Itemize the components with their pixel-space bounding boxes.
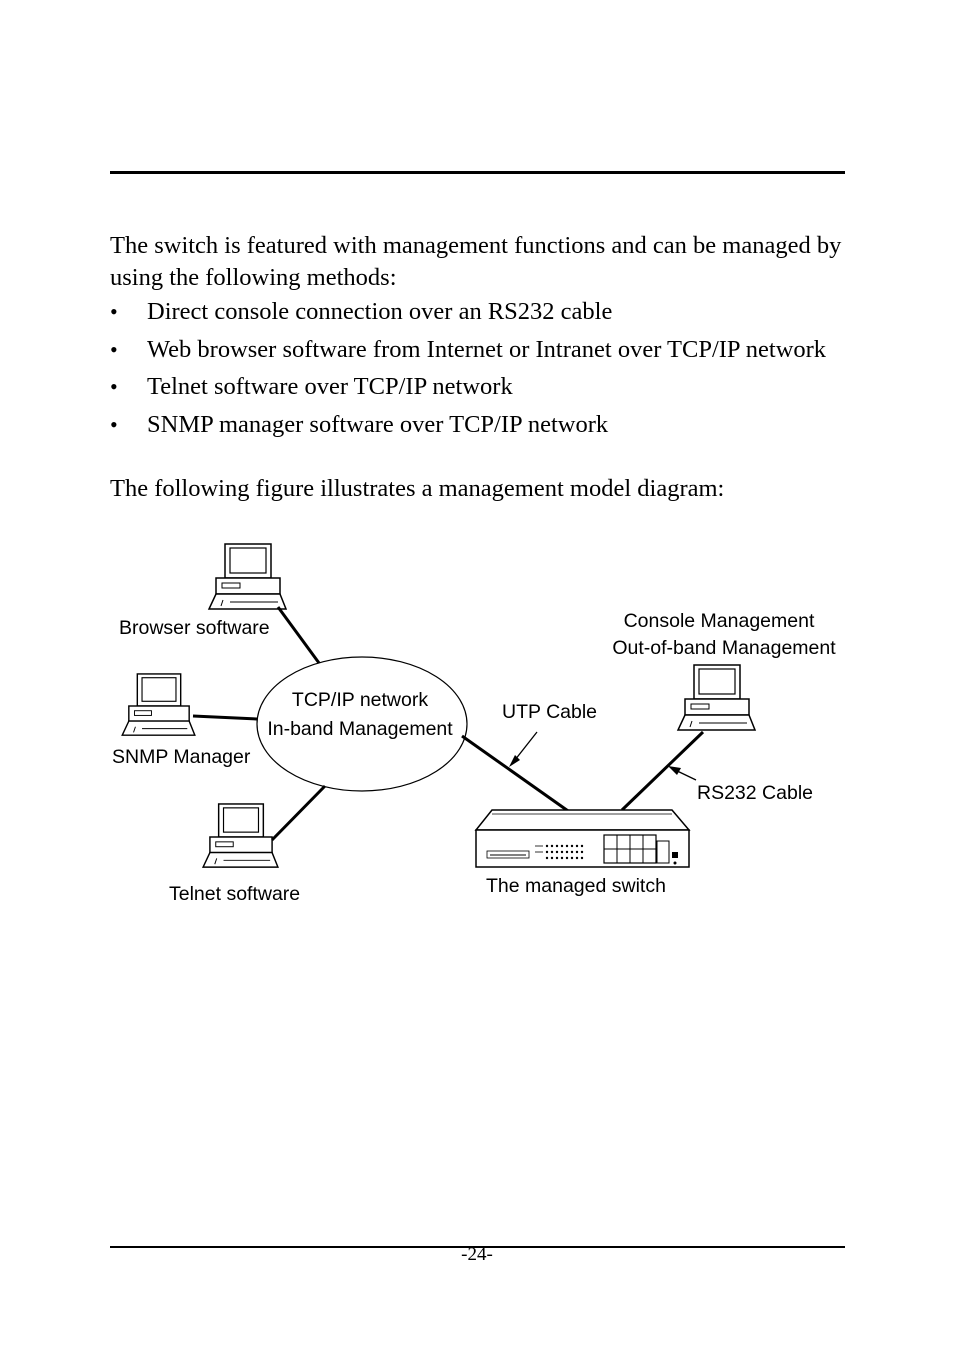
- console-computer-icon: [677, 664, 756, 731]
- bullet-icon: •: [110, 411, 118, 437]
- page-number: -24-: [461, 1244, 493, 1265]
- managed-switch-icon: [474, 809, 691, 868]
- rs232-cable-label: RS232 Cable: [697, 782, 813, 804]
- managed-switch-label: The managed switch: [486, 875, 666, 897]
- console-management-label: Console Management: [624, 610, 815, 632]
- utp-cable-label: UTP Cable: [502, 701, 597, 723]
- method-label: Web browser software from Internet or In…: [147, 335, 827, 363]
- rs232-pointer-arrowhead-icon: [668, 766, 681, 775]
- browser-computer-icon: [208, 543, 287, 610]
- method-label: SNMP manager software over TCP/IP networ…: [147, 410, 609, 438]
- method-label: Direct console connection over an RS232 …: [147, 298, 613, 325]
- telnet-software-label: Telnet software: [169, 883, 300, 905]
- inband-management-label: In-band Management: [267, 718, 453, 740]
- figure-intro: The following figure illustrates a manag…: [110, 475, 725, 502]
- utp-pointer-arrowhead-icon: [509, 755, 520, 767]
- browser-software-label: Browser software: [119, 617, 270, 639]
- snmp-connection-line: [192, 714, 258, 721]
- network-ellipse: [256, 656, 468, 792]
- telnet-connection-line: [270, 784, 327, 842]
- bullet-icon: •: [110, 374, 118, 399]
- tcpip-network-label: TCP/IP network: [292, 689, 428, 711]
- rs232-cable-line: [620, 730, 705, 812]
- snmp-computer-icon: [121, 673, 196, 736]
- list-item: • SNMP manager software over TCP/IP netwo…: [110, 409, 826, 447]
- method-label: Telnet software over TCP/IP network: [147, 373, 513, 400]
- list-item: • Web browser software from Internet or I…: [110, 334, 826, 372]
- header-rule: [110, 171, 845, 174]
- snmp-manager-label: SNMP Manager: [112, 746, 251, 768]
- telnet-computer-icon: [202, 803, 279, 868]
- bullet-icon: •: [110, 336, 118, 362]
- bullet-icon: •: [110, 299, 118, 324]
- list-item: • Direct console connection over an RS232…: [110, 296, 826, 334]
- management-methods-list: • Direct console connection over an RS232…: [110, 296, 826, 446]
- footer-rule: [110, 1246, 845, 1248]
- out-of-band-management-label: Out-of-band Management: [612, 637, 836, 659]
- browser-connection-line: [276, 606, 321, 664]
- intro-paragraph: The switch is featured with management f…: [110, 232, 842, 291]
- list-item: • Telnet software over TCP/IP network: [110, 371, 826, 409]
